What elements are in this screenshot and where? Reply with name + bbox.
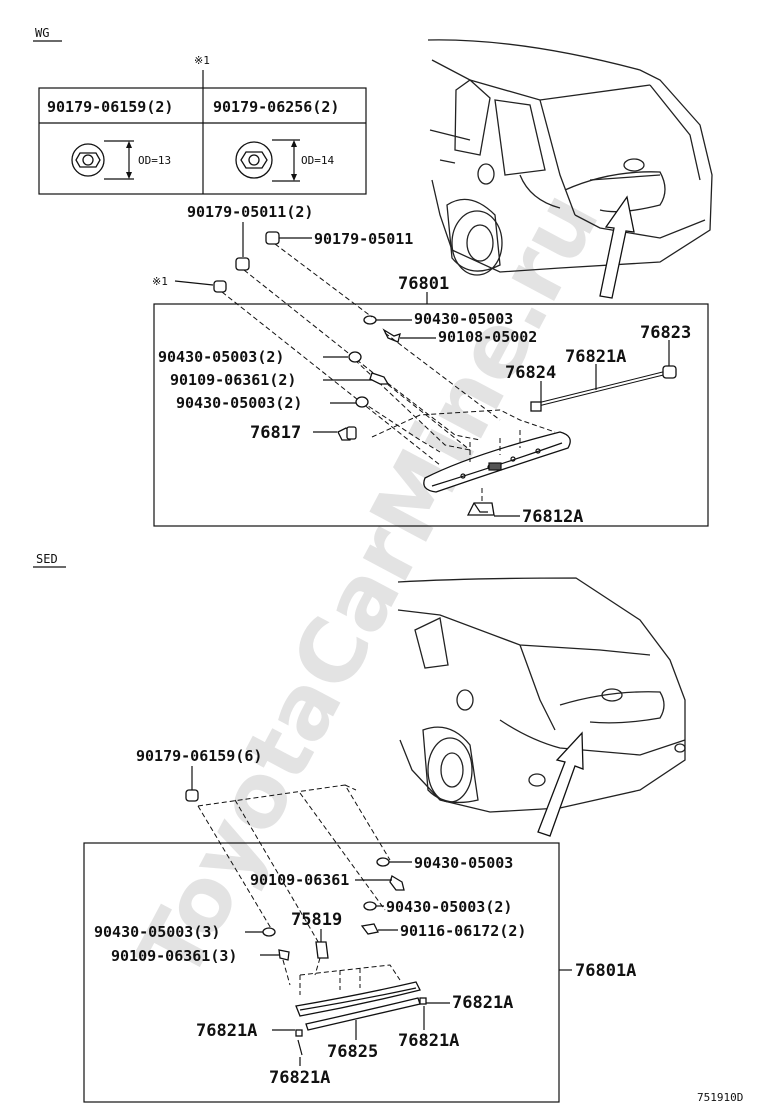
label-sed-76821a-3: 76821A xyxy=(398,1031,459,1051)
sed-nut-part xyxy=(185,789,199,802)
nut-table: 90179-06159(2) 90179-06256(2) OD=13 xyxy=(38,70,367,195)
label-90179-05011: 90179-05011 xyxy=(314,230,413,248)
sed-fasteners xyxy=(262,857,405,961)
wg-bracket-part xyxy=(466,502,495,516)
wg-location-arrow-icon xyxy=(599,195,635,299)
nut-od13-icon xyxy=(71,143,105,177)
wg-section: WG ※1 90179-06159(2) 90179-06256(2) OD=1… xyxy=(33,26,713,527)
nut-od14-icon xyxy=(235,141,273,179)
label-76801: 76801 xyxy=(398,274,449,294)
label-76825: 76825 xyxy=(327,1042,378,1062)
label-76817: 76817 xyxy=(250,423,301,443)
label-sed-90430-05003-2: 90430-05003(2) xyxy=(386,898,512,916)
label-sed-90109-06361: 90109-06361 xyxy=(250,871,349,889)
label-sed-90116-06172-2: 90116-06172(2) xyxy=(400,922,526,940)
label-90430-05003-top: 90430-05003 xyxy=(414,310,513,328)
sed-assembly-box xyxy=(83,842,560,1103)
label-76821a-wg: 76821A xyxy=(565,347,626,367)
wg-assembly-box xyxy=(153,303,709,527)
nut-table-header-1: 90179-06159(2) xyxy=(47,98,173,116)
label-sed-76821a-1: 76821A xyxy=(452,993,513,1013)
sed-section-label: SED xyxy=(36,552,58,566)
label-sed-76821a-2: 76821A xyxy=(196,1021,257,1041)
nut-table-header-2: 90179-06256(2) xyxy=(213,98,339,116)
wg-section-label: WG xyxy=(35,26,49,40)
label-90430-05003-2b: 90430-05003(2) xyxy=(176,394,302,412)
wg-left-fasteners xyxy=(337,351,390,441)
sed-location-arrow-icon xyxy=(537,731,584,837)
label-75819: 75819 xyxy=(291,910,342,930)
label-note-ref: ※1 xyxy=(152,275,168,288)
label-sed-90430-05003-3: 90430-05003(3) xyxy=(94,923,220,941)
label-76823: 76823 xyxy=(640,323,691,343)
wg-note-mark: ※1 xyxy=(194,54,210,67)
label-sed-76821a-4: 76821A xyxy=(269,1068,330,1088)
wg-spoiler-part xyxy=(423,431,571,493)
wg-fasteners xyxy=(213,231,401,343)
sed-section: SED 90179-06159(6) xyxy=(33,552,686,1103)
label-90430-05003-2a: 90430-05003(2) xyxy=(158,348,284,366)
figure-id: 751910D xyxy=(697,1091,743,1104)
od-right: OD=14 xyxy=(301,154,334,167)
watermark: ToyotaCarMine.ru xyxy=(117,175,619,996)
label-76812a: 76812A xyxy=(522,507,583,527)
label-sed-90430-05003: 90430-05003 xyxy=(414,854,513,872)
label-90179-05011-2: 90179-05011(2) xyxy=(187,203,313,221)
label-90108-05002: 90108-05002 xyxy=(438,328,537,346)
wg-molding-part xyxy=(530,365,677,412)
wagon-car-illustration xyxy=(427,39,713,299)
sed-garnish-part xyxy=(295,981,427,1056)
label-90109-06361-2: 90109-06361(2) xyxy=(170,371,296,389)
od-left: OD=13 xyxy=(138,154,171,167)
label-76801a: 76801A xyxy=(575,961,636,981)
label-90179-06159-6: 90179-06159(6) xyxy=(136,747,262,765)
sedan-car-illustration xyxy=(397,577,686,837)
label-sed-90109-06361-3: 90109-06361(3) xyxy=(111,947,237,965)
label-76824: 76824 xyxy=(505,363,556,383)
